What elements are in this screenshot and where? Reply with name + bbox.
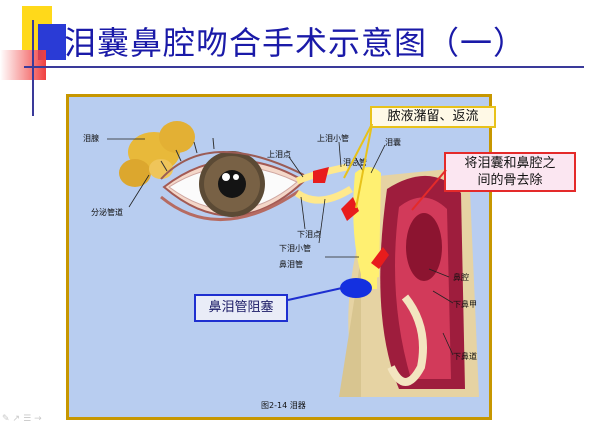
label-lacrimal-gland: 泪腺 [83, 134, 99, 143]
label-common-canaliculus: 泪总管 [343, 158, 367, 167]
callout-bone-removal: 将泪囊和鼻腔之 间的骨去除 [444, 152, 576, 192]
menu-icon[interactable]: ☰ [23, 414, 35, 424]
leader-lines [107, 138, 454, 356]
label-excretory-duct: 分泌管道 [91, 208, 123, 217]
blockage-marker [340, 278, 372, 298]
lacrimal-diagram [107, 121, 479, 397]
label-inferior-meatus: 下鼻道 [453, 352, 477, 361]
decor-vertical-line [32, 20, 34, 116]
decor-red-gradient [0, 50, 46, 80]
figure-caption: 图2-14 泪器 [261, 401, 306, 410]
arrow-icon[interactable]: → [34, 414, 45, 424]
pointer-icon[interactable]: ↗ [12, 414, 24, 424]
pen-icon[interactable]: ✎ [2, 414, 13, 424]
label-lower-canaliculus: 下泪小管 [279, 244, 311, 253]
eye-shape [160, 137, 306, 222]
callout-bone-line1: 将泪囊和鼻腔之 [464, 156, 556, 171]
slideshow-toolbar[interactable]: ✎↗☰→ [2, 414, 45, 424]
callout-blockage: 鼻泪管阻塞 [194, 294, 288, 322]
slide-title: 泪囊鼻腔吻合手术示意图（一） [64, 24, 527, 62]
illustration-panel: 泪腺 分泌管道 上泪点 上泪小管 泪总管 泪囊 下泪点 下泪小管 鼻泪管 鼻腔 … [66, 94, 492, 420]
label-upper-punctum: 上泪点 [267, 150, 291, 159]
callout-reflux: 脓液潴留、返流 [370, 106, 496, 128]
callout-bone-line2: 间的骨去除 [477, 173, 543, 188]
bone-removal-markers [313, 167, 389, 269]
label-nasolacrimal-duct: 鼻泪管 [279, 260, 303, 269]
label-inferior-turbinate: 下鼻甲 [453, 300, 477, 309]
label-lower-punctum: 下泪点 [297, 230, 321, 239]
label-nasal-cavity: 鼻腔 [453, 273, 469, 282]
lacrimal-gland-shape [119, 121, 195, 187]
label-lacrimal-sac: 泪囊 [385, 138, 401, 147]
decor-horizontal-line [24, 66, 584, 68]
label-upper-canaliculus: 上泪小管 [317, 134, 349, 143]
